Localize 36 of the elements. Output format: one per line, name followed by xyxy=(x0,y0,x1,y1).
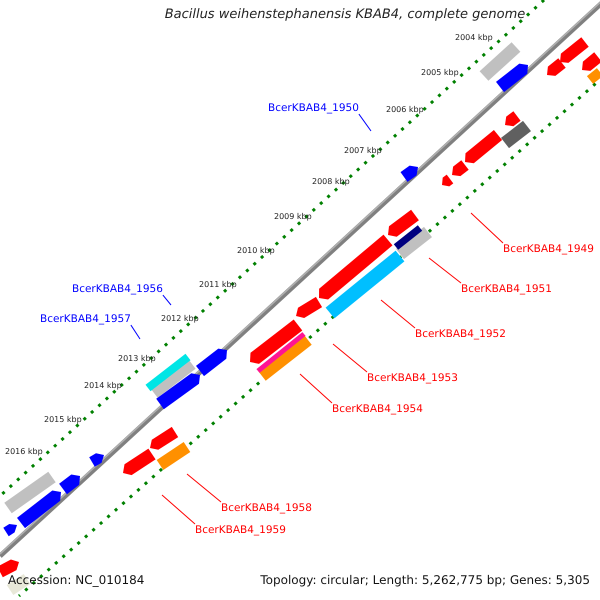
position-label: 2015 kbp xyxy=(44,415,82,424)
position-label: 2008 kbp xyxy=(312,177,350,186)
gene-label: BcerKBAB4_1950 xyxy=(268,102,359,114)
leader-line xyxy=(380,300,416,328)
leader-line xyxy=(162,294,172,306)
gene-label: BcerKBAB4_1949 xyxy=(503,243,594,256)
position-label: 2005 kbp xyxy=(421,68,459,78)
accession-label: Accession: NC_010184 xyxy=(8,574,144,588)
leader-line xyxy=(332,344,368,372)
position-label: 2004 kbp xyxy=(455,33,493,42)
gene-label: BcerKBAB4_1953 xyxy=(367,372,458,384)
position-label: 2009 kbp xyxy=(274,212,312,222)
gene-label: BcerKBAB4_1954 xyxy=(332,403,423,416)
leader-line xyxy=(130,324,140,340)
position-label: 2006 kbp xyxy=(386,105,424,114)
position-label: 2010 kbp xyxy=(237,246,275,256)
position-label: 2007 kbp xyxy=(344,146,382,156)
genome-summary: Topology: circular; Length: 5,262,775 bp; Genes: 5,305 xyxy=(260,574,590,588)
gene-label: BcerKBAB4_1951 xyxy=(461,283,552,296)
position-label: 2013 kbp xyxy=(118,354,156,364)
leader-line xyxy=(358,114,372,132)
leader-line xyxy=(300,374,332,404)
gene-label: BcerKBAB4_1958 xyxy=(221,502,312,514)
position-label: 2016 kbp xyxy=(5,447,43,456)
position-label: 2011 kbp xyxy=(199,280,237,290)
gene-label: BcerKBAB4_1956 xyxy=(72,283,163,296)
leader-line xyxy=(162,494,196,524)
gene-label: BcerKBAB4_1952 xyxy=(415,328,506,340)
leader-line xyxy=(186,474,222,502)
position-label: 2012 kbp xyxy=(161,314,199,324)
position-label: 2014 kbp xyxy=(84,381,122,390)
diagram-title: Bacillus weihenstephanensis KBAB4, complete genome xyxy=(164,8,526,23)
leader-line xyxy=(470,212,504,244)
gene-label: BcerKBAB4_1959 xyxy=(195,524,286,536)
gene-label: BcerKBAB4_1957 xyxy=(40,313,131,326)
leader-line xyxy=(428,258,462,284)
